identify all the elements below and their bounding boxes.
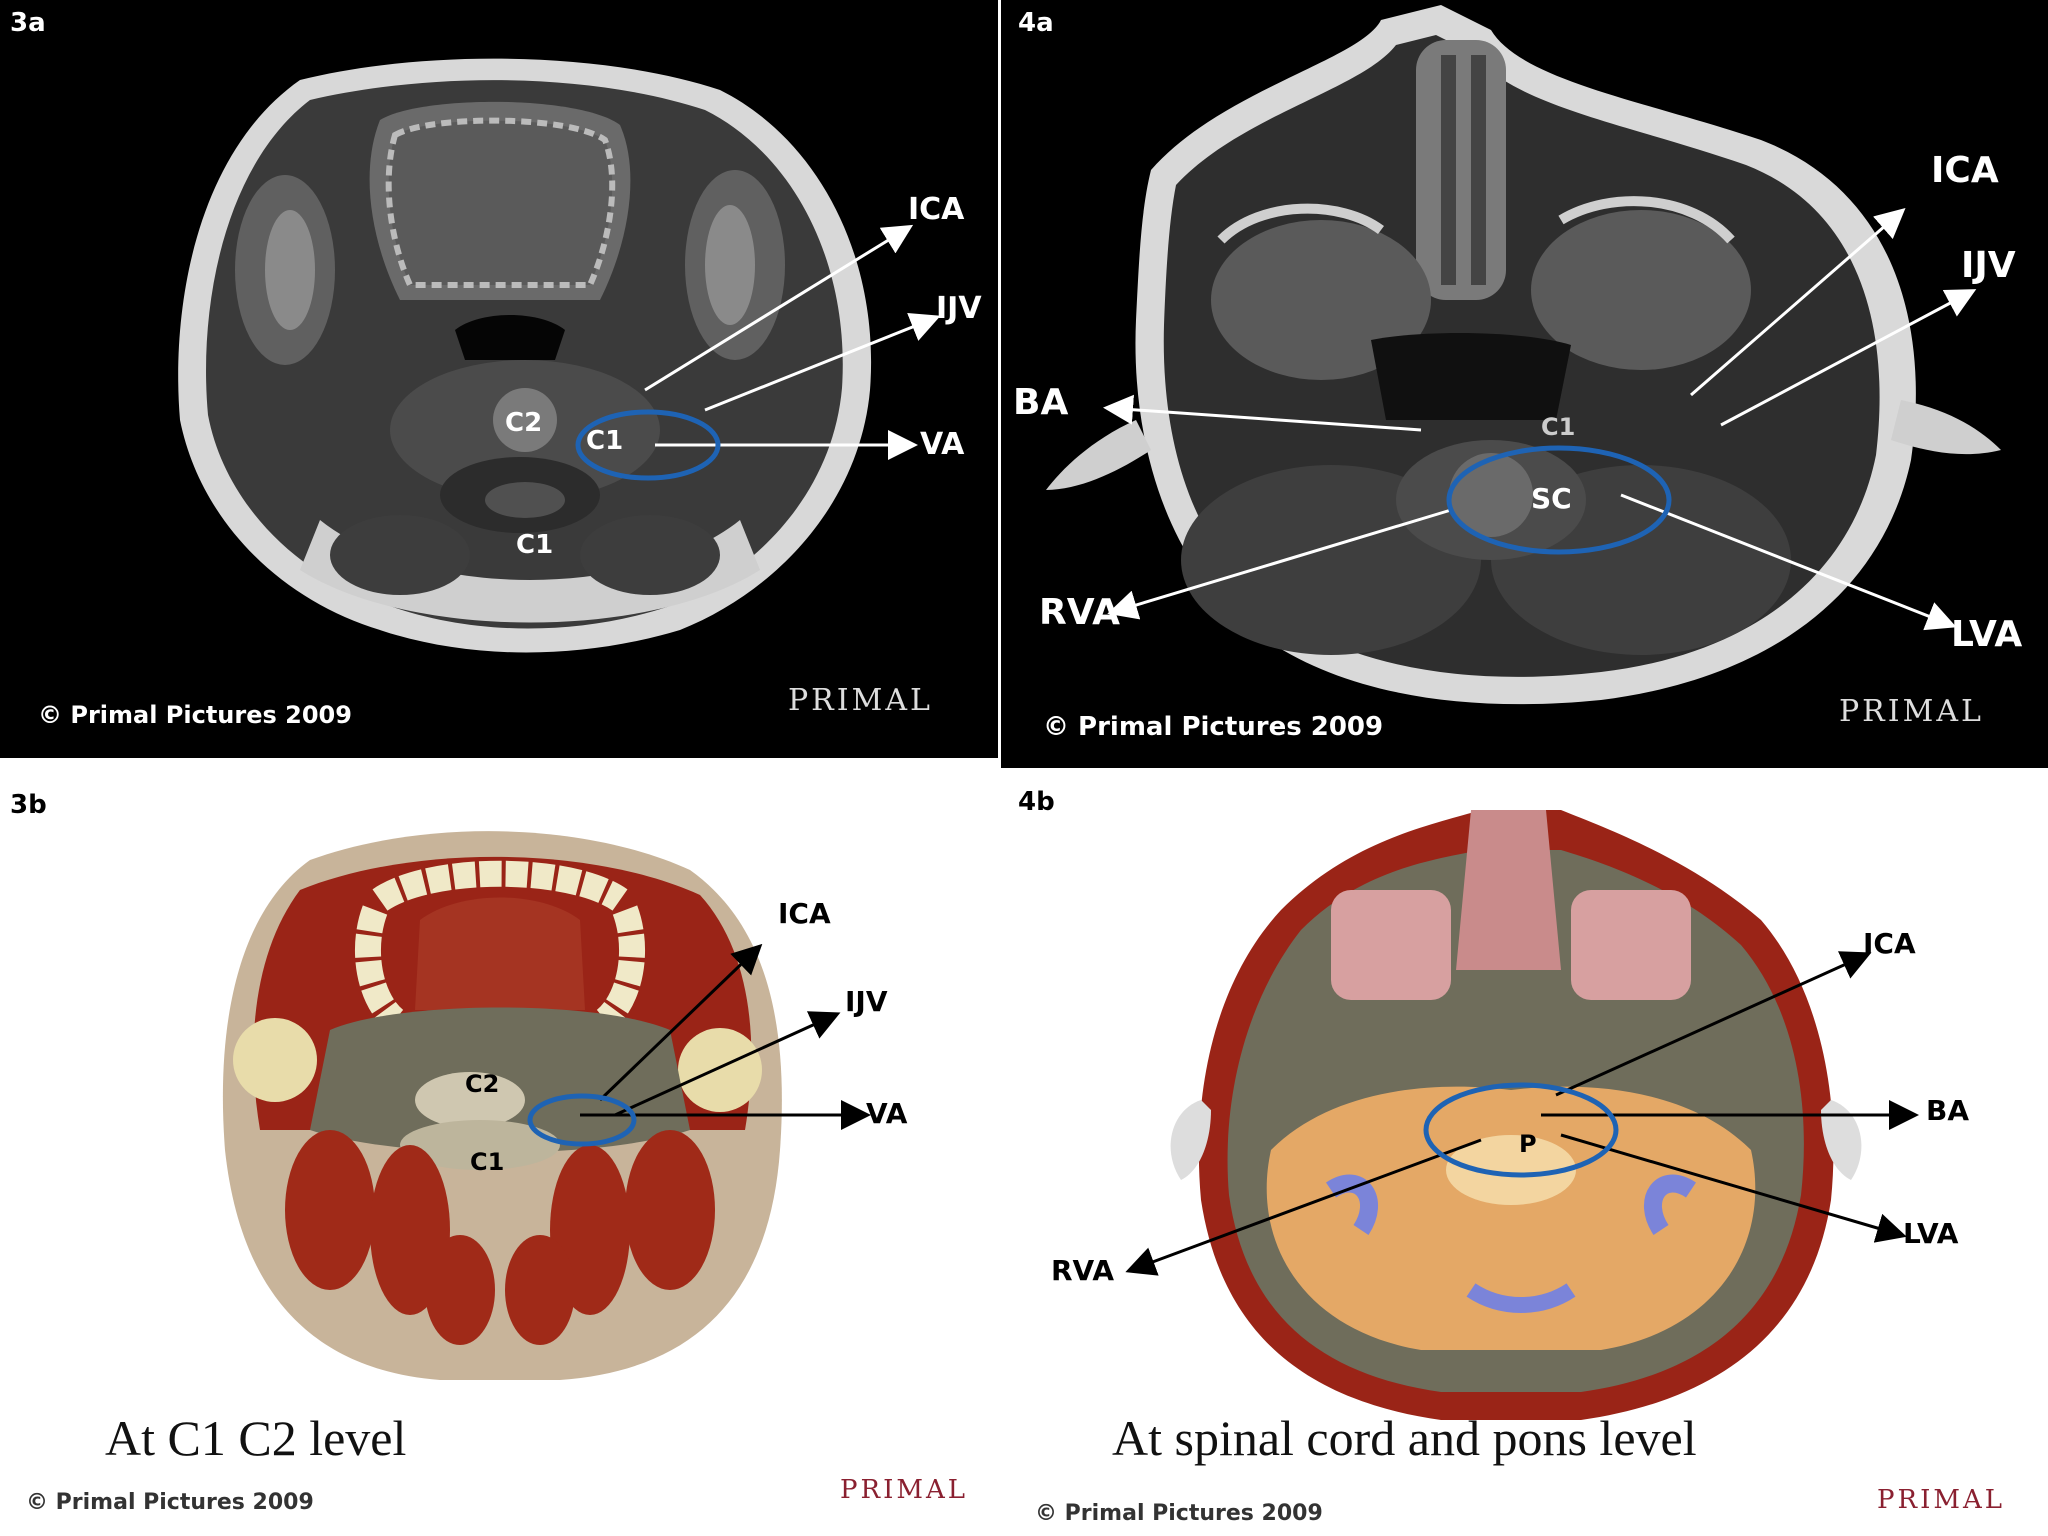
callout-ica: ICA [908, 192, 965, 227]
callout-lva: LVA [1951, 614, 2023, 655]
copyright-text: © Primal Pictures 2009 [1035, 1501, 1323, 1526]
panel-label: 4a [1018, 8, 1054, 38]
callout-ba: BA [1013, 382, 1069, 423]
panel-4b-model: 4b P ICA BA LVA RVA At spinal cord and p… [1001, 770, 2048, 1536]
mri-4a-image [1046, 5, 2001, 705]
highlight-ring [527, 1093, 637, 1147]
structure-sc: SC [1531, 482, 1572, 515]
callout-ica: ICA [1931, 150, 1999, 191]
primal-logo: PRIMAL [1839, 694, 1984, 729]
callout-lva: LVA [1903, 1217, 1959, 1250]
highlight-ring [1446, 445, 1672, 555]
panel-3a-mri: 3a C2 C1 C1 ICA IJV VA © Primal Pictures… [0, 0, 998, 758]
structure-c1: C1 [586, 426, 624, 456]
mri-3a-image [178, 58, 941, 653]
primal-logo: PRIMAL [1877, 1485, 2006, 1515]
panel-label: 4b [1018, 787, 1055, 817]
highlight-ring [575, 409, 721, 481]
callout-va: VA [920, 427, 965, 462]
callout-rva: RVA [1039, 592, 1120, 633]
callout-ijv: IJV [1961, 245, 2016, 286]
callout-ica: ICA [778, 897, 831, 930]
structure-p: P [1519, 1130, 1537, 1158]
panel-4a-mri: 4a C1 SC BA RVA LVA ICA IJV © Primal Pic… [1001, 0, 2048, 768]
copyright-text: © Primal Pictures 2009 [26, 1490, 314, 1515]
copyright-text: © Primal Pictures 2009 [1043, 712, 1384, 742]
caption-c1-c2-level: At C1 C2 level [105, 1410, 407, 1466]
model-3b-image [222, 831, 871, 1380]
panel-label: 3b [10, 790, 47, 820]
callout-ijv: IJV [936, 291, 982, 326]
panel-3b-model: 3b C2 C1 ICA IJV VA At C1 C2 level © Pri… [0, 770, 1000, 1536]
callout-ba: BA [1926, 1094, 1970, 1127]
structure-c1-posterior: C1 [516, 530, 554, 560]
callout-rva: RVA [1051, 1254, 1114, 1287]
highlight-ring [1423, 1082, 1619, 1178]
panel-label: 3a [10, 8, 46, 38]
callout-ica: ICA [1863, 927, 1916, 960]
callout-ijv: IJV [845, 985, 888, 1018]
model-4b-image [1125, 810, 1919, 1420]
primal-logo: PRIMAL [840, 1475, 969, 1505]
structure-c2: C2 [505, 408, 543, 438]
copyright-text: © Primal Pictures 2009 [38, 701, 352, 729]
primal-logo: PRIMAL [788, 683, 933, 718]
structure-c1: C1 [1541, 413, 1576, 441]
callout-va: VA [866, 1097, 908, 1130]
caption-pons-level: At spinal cord and pons level [1112, 1410, 1697, 1466]
structure-c2: C2 [465, 1070, 500, 1098]
structure-c1: C1 [470, 1148, 505, 1176]
